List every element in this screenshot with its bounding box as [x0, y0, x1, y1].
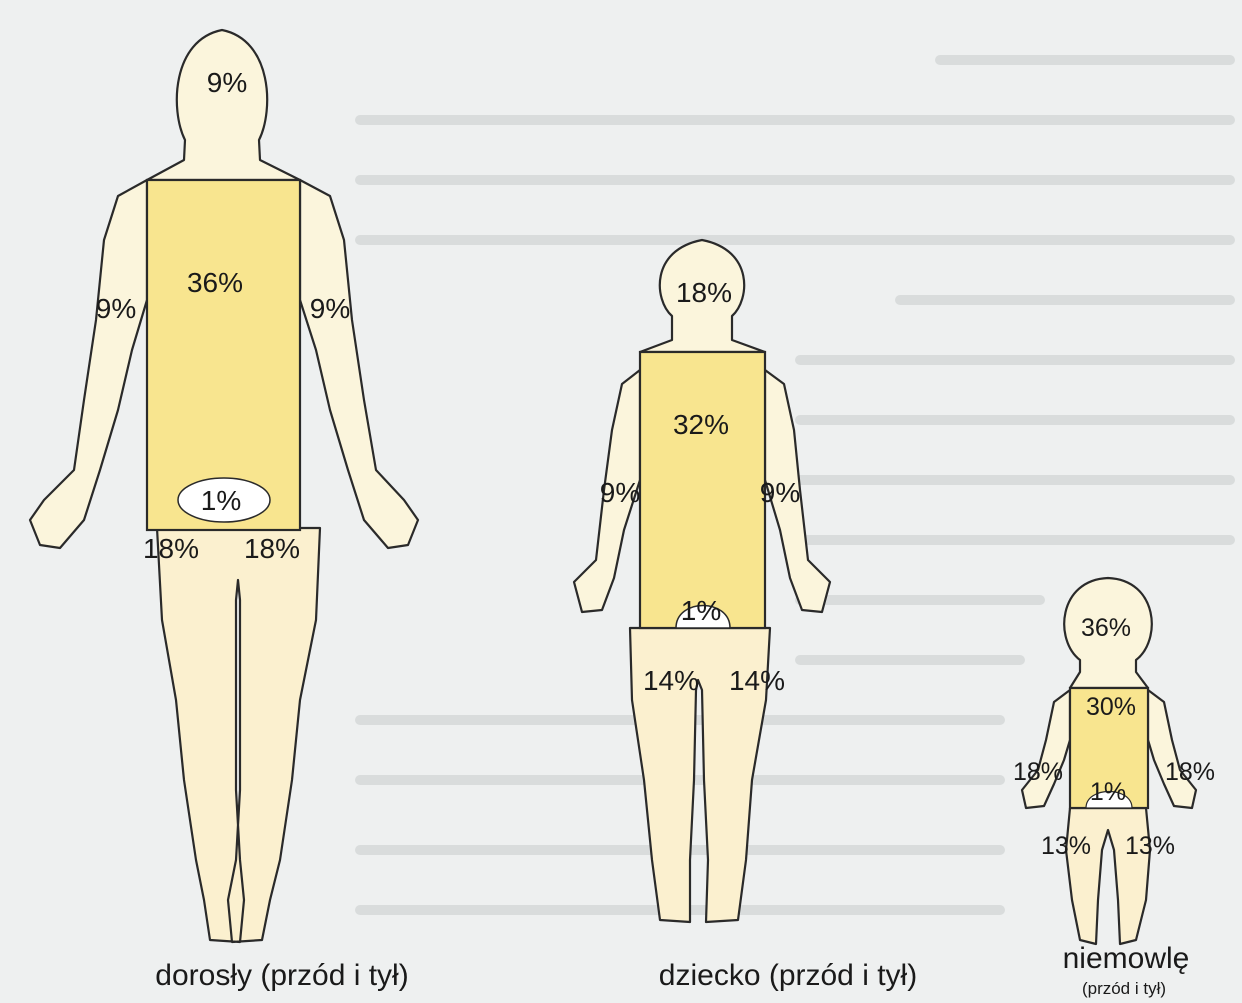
infant-head-pct: 36%	[1081, 614, 1131, 642]
child-trunk	[640, 352, 765, 628]
child-genital-pct: 1%	[681, 595, 721, 626]
adult-leg-left-pct: 18%	[143, 533, 199, 564]
adult-arm-right-pct: 9%	[310, 293, 350, 324]
adult-head	[147, 30, 300, 180]
adult-head-pct: 9%	[207, 67, 247, 98]
infant-trunk-pct: 30%	[1086, 693, 1136, 721]
infant-leg-right-pct: 13%	[1125, 832, 1175, 860]
infant-arm-left-pct: 18%	[1013, 758, 1063, 786]
child-arm-right-pct: 9%	[760, 477, 800, 508]
infant-leg-left-pct: 13%	[1041, 832, 1091, 860]
infant-arm-right-pct: 18%	[1165, 758, 1215, 786]
infant-arm-right	[1148, 690, 1196, 808]
adult-caption: dorosły (przód i tył)	[155, 959, 408, 992]
adult-genital-pct: 1%	[201, 485, 241, 516]
child-arm-left-pct: 9%	[600, 477, 640, 508]
infant-caption-sub: (przód i tył)	[1082, 979, 1166, 998]
child-caption: dziecko (przód i tył)	[659, 959, 917, 992]
adult-trunk-pct: 36%	[187, 267, 243, 298]
figure-child: 18% 32% 9% 9% 1% 14% 14% dziecko (przód …	[574, 240, 917, 992]
infant-legs	[1066, 808, 1150, 944]
child-trunk-pct: 32%	[673, 409, 729, 440]
figure-infant: 36% 30% 18% 18% 1% 13% 13% niemowlę (prz…	[1013, 578, 1215, 998]
adult-leg-right-pct: 18%	[244, 533, 300, 564]
child-head-pct: 18%	[676, 277, 732, 308]
adult-legs	[157, 528, 320, 942]
adult-arm-left-pct: 9%	[96, 293, 136, 324]
infant-genital-pct: 1%	[1090, 778, 1126, 806]
adult-arm-left	[30, 180, 147, 548]
infant-arm-left	[1022, 690, 1070, 808]
child-leg-left-pct: 14%	[643, 665, 699, 696]
infant-caption: niemowlę	[1063, 942, 1190, 975]
child-leg-right-pct: 14%	[729, 665, 785, 696]
